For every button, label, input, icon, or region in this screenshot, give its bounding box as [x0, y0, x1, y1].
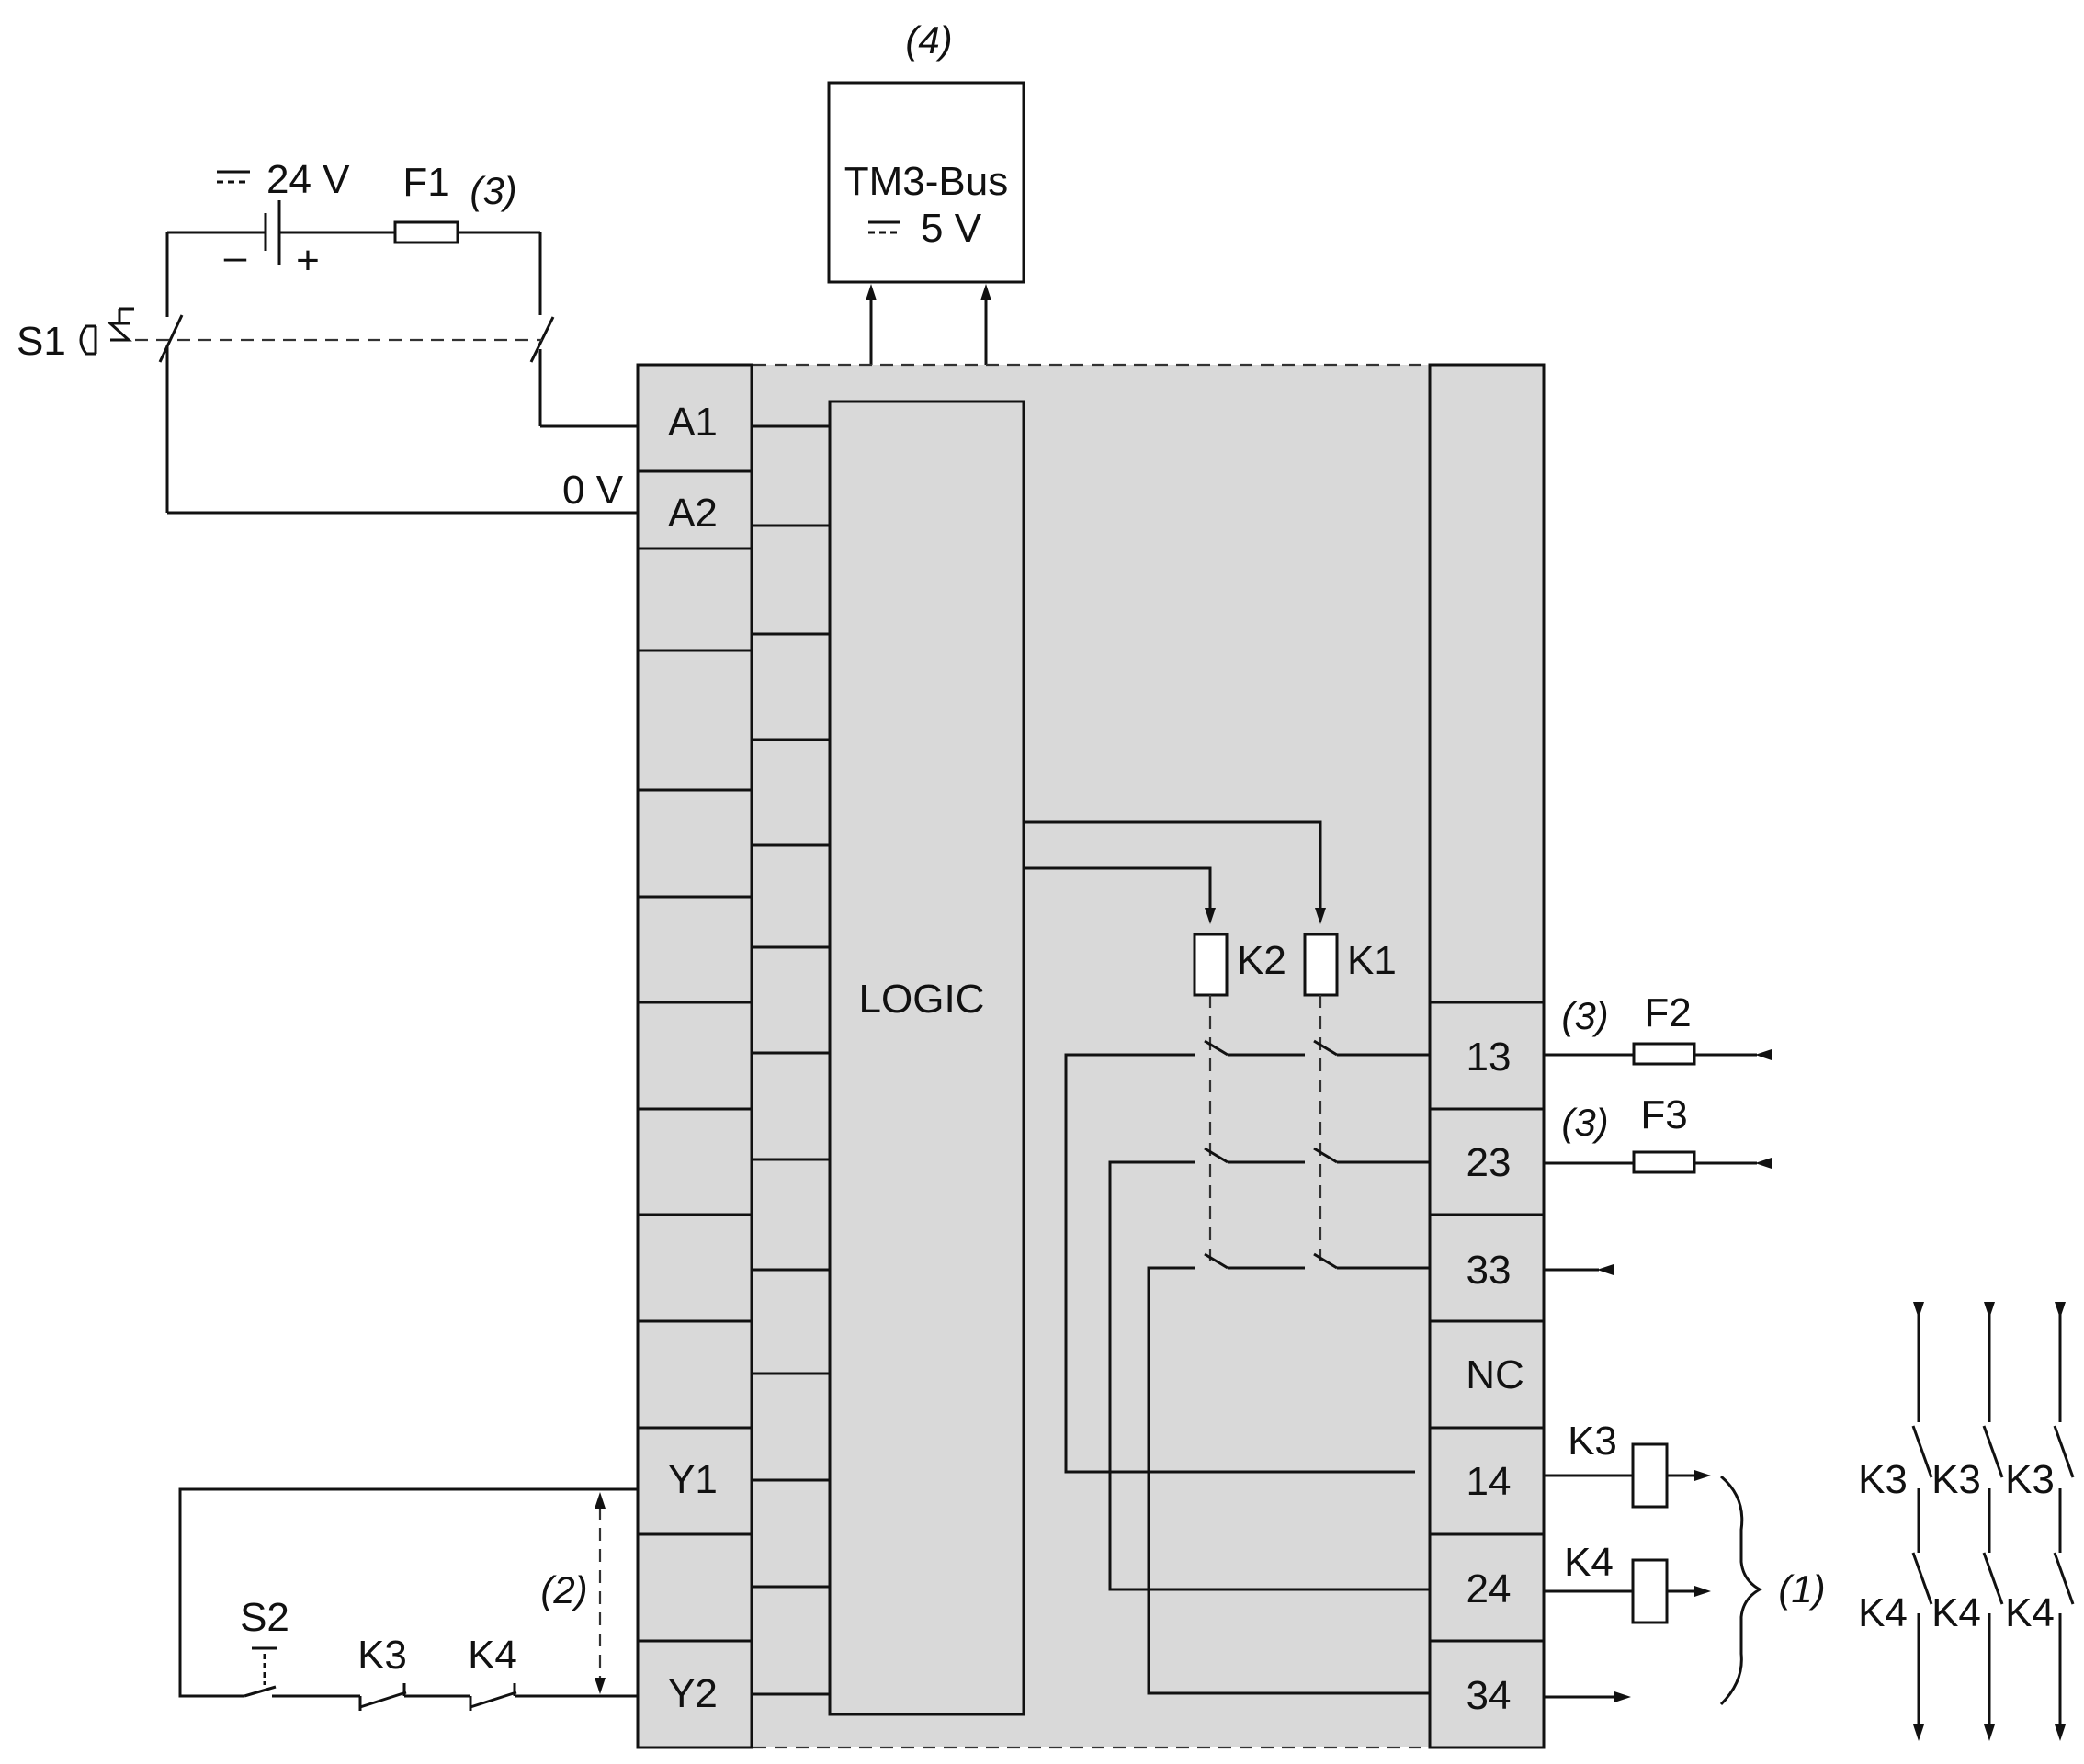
coil-k4-label: K4 [1564, 1540, 1614, 1585]
right-terminal-column: 13 23 33 NC 14 24 34 [1428, 363, 1546, 1749]
power-contact-line-3 [2053, 1302, 2075, 1741]
logic-block: LOGIC [828, 400, 1025, 1716]
feedback-loop: S2 K3 K4 (2) [178, 1487, 638, 1711]
power-contact-line-1 [1911, 1302, 1933, 1741]
terminal-a2: A2 [668, 491, 718, 536]
feedback-k4-contact [469, 1683, 517, 1711]
output-33 [1544, 1264, 1614, 1275]
relay-k2-label: K2 [1237, 938, 1286, 983]
zero-volt-label: 0 V [562, 468, 624, 513]
power-contacts: K3 K3 K3 K4 K4 K4 [1858, 1302, 2075, 1741]
coil-k3-label: K3 [1568, 1419, 1617, 1464]
estop-contacts [114, 314, 555, 363]
tm3-voltage: 5 V [921, 206, 982, 251]
contact-k4-label-2: K4 [1931, 1590, 1981, 1635]
fuse-f1-note: (3) [470, 169, 516, 212]
fuse-f1-label: F1 [402, 160, 449, 205]
relay-k1-coil: K1 [1303, 933, 1397, 997]
terminal-13: 13 [1467, 1035, 1512, 1080]
contact-k3-label-2: K3 [1931, 1457, 1981, 1502]
feedback-note: (2) [540, 1568, 587, 1611]
dc-symbol-5v [868, 220, 900, 234]
tm3-title: TM3-Bus [844, 159, 1008, 204]
safety-contact-13-14 [1064, 1039, 1430, 1474]
fuse-f2 [1632, 1042, 1696, 1066]
output-group-brace: (1) [1719, 1475, 1826, 1706]
tm3-note: (4) [905, 18, 952, 62]
logic-label: LOGIC [859, 977, 985, 1022]
relay-drive-lines [1024, 820, 1326, 924]
fuse-f3-note: (3) [1561, 1101, 1608, 1144]
output-group-note: (1) [1778, 1567, 1825, 1611]
terminal-y1: Y1 [668, 1457, 718, 1502]
tm3-bus-box: (4) TM3-Bus 5 V [827, 18, 1025, 284]
battery-minus: – [224, 234, 247, 279]
estop-label: S1 [17, 319, 66, 364]
power-supply-circuit: 24 V F1 (3) – + 0 V [17, 157, 638, 514]
feedback-k3-contact [358, 1683, 407, 1711]
contact-k3-label-3: K3 [2005, 1457, 2055, 1502]
battery-plus: + [296, 238, 320, 283]
estop-button-icon [79, 307, 134, 356]
output-34 [1544, 1691, 1631, 1702]
output-f2: (3) F2 [1544, 990, 1772, 1066]
contact-k4-label-3: K4 [2005, 1590, 2055, 1635]
feedback-k3-label: K3 [357, 1633, 407, 1678]
safety-contact-23-24 [1108, 1147, 1430, 1591]
feedback-dimension: (2) [540, 1492, 606, 1694]
contact-k3-label-1: K3 [1858, 1457, 1908, 1502]
fuse-f2-label: F2 [1644, 990, 1691, 1035]
power-contact-line-2 [1982, 1302, 2004, 1741]
dc-symbol-24v [217, 170, 250, 184]
fuse-f3-label: F3 [1640, 1092, 1687, 1137]
terminal-a1: A1 [668, 400, 718, 445]
relay-k1-label: K1 [1347, 938, 1397, 983]
feedback-s2-label: S2 [240, 1595, 289, 1640]
output-coil-k4: K4 [1544, 1540, 1711, 1624]
output-coil-k3: K3 [1544, 1419, 1711, 1509]
terminal-nc: NC [1466, 1352, 1524, 1397]
left-terminal-column: A1 A2 Y1 Y2 [636, 363, 753, 1749]
supply-voltage: 24 V [266, 157, 350, 202]
terminal-y2: Y2 [668, 1671, 718, 1716]
contact-k4-label-1: K4 [1858, 1590, 1908, 1635]
terminal-24: 24 [1467, 1566, 1512, 1611]
logic-input-stubs [752, 424, 830, 1696]
safety-contact-33-34 [1147, 1252, 1430, 1695]
terminal-33: 33 [1467, 1248, 1512, 1293]
output-f3: (3) F3 [1544, 1092, 1772, 1174]
s2-pushbutton-icon [244, 1646, 277, 1698]
fuse-f2-note: (3) [1561, 994, 1608, 1037]
fuse-f1 [393, 220, 459, 244]
terminal-34: 34 [1467, 1673, 1512, 1718]
fuse-f3 [1632, 1150, 1696, 1174]
terminal-23: 23 [1467, 1140, 1512, 1185]
relay-k2-coil: K2 [1193, 933, 1286, 997]
terminal-14: 14 [1467, 1459, 1512, 1504]
feedback-k4-label: K4 [468, 1633, 517, 1678]
